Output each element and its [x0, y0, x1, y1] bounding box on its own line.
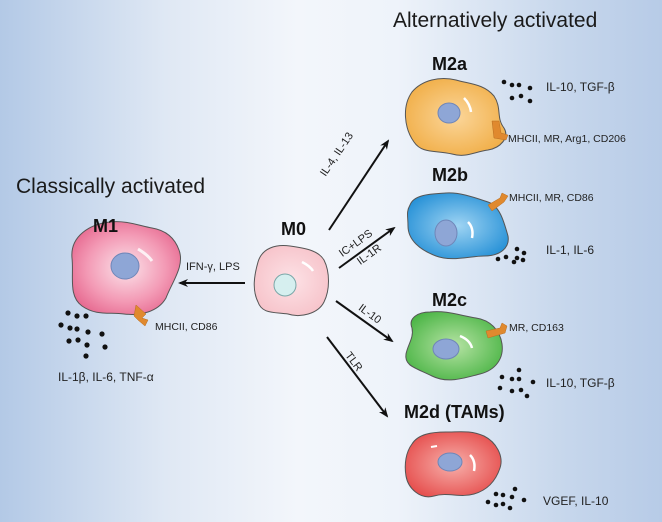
- m2a-receptor-icon: [491, 120, 509, 141]
- m2d-cytokine-dots: [485, 486, 527, 511]
- m2c-receptor-icon: [485, 322, 508, 339]
- m2a-cytokine-dots: [501, 79, 533, 104]
- m2b-label: M2b: [432, 165, 468, 185]
- m2d-label: M2d (TAMs): [404, 402, 505, 422]
- m1-markers: MHCII, CD86: [155, 321, 218, 333]
- alternatively-activated-heading: Alternatively activated: [393, 9, 598, 32]
- m2a-cell: [405, 78, 533, 156]
- m2d-cytokines: VGEF, IL-10: [543, 494, 609, 508]
- m2b-receptor-icon: [487, 192, 509, 212]
- m2b-cell: [407, 192, 527, 265]
- arrow-m0-to-m2c: [335, 300, 394, 343]
- m1-label: M1: [93, 216, 119, 236]
- m2a-cytokines: IL-10, TGF-β: [546, 80, 615, 94]
- m1-cytokines: IL-1β, IL-6, TNF-α: [58, 370, 154, 384]
- m2c-markers: MR, CD163: [509, 322, 564, 334]
- m0-cell: [253, 245, 329, 316]
- m2a-label: M2a: [432, 54, 468, 74]
- stimulus-m1: IFN-γ, LPS: [186, 261, 240, 273]
- m2b-cytokines: IL-1, IL-6: [546, 243, 595, 257]
- m2d-cell: [404, 431, 527, 511]
- classically-activated-heading: Classically activated: [16, 175, 206, 198]
- arrow-m0-to-m2b: [338, 226, 396, 269]
- m1-cell: [58, 221, 181, 359]
- m2c-cytokine-dots: [497, 367, 536, 399]
- arrow-m0-to-m2a: [328, 139, 390, 231]
- m2c-cytokines: IL-10, TGF-β: [546, 376, 615, 390]
- m2c-label: M2c: [432, 290, 468, 310]
- m1-cytokine-dots: [58, 310, 108, 359]
- arrow-m0-to-m2d: [326, 336, 389, 418]
- m0-label: M0: [281, 219, 307, 239]
- m1-receptor-icon: [133, 304, 149, 327]
- m2b-markers: MHCII, MR, CD86: [509, 192, 594, 204]
- m2a-markers: MHCII, MR, Arg1, CD206: [508, 133, 626, 145]
- m2c-cell: [405, 311, 536, 399]
- m2b-cytokine-dots: [495, 246, 527, 265]
